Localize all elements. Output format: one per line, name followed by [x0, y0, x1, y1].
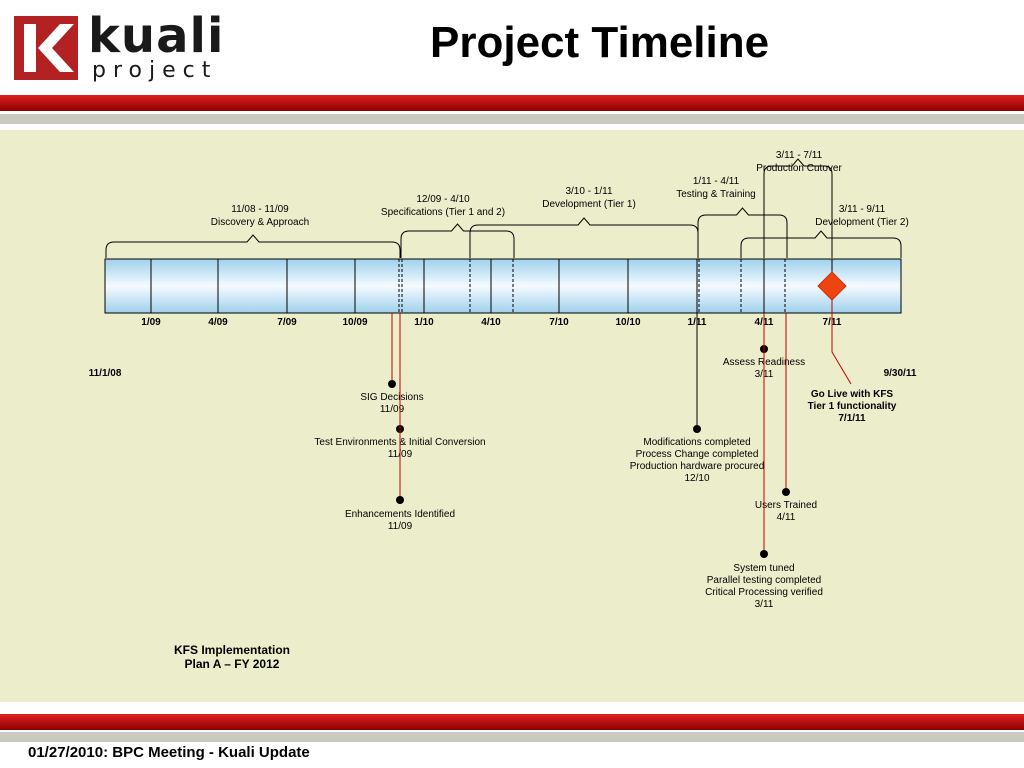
phase-name: Discovery & Approach	[211, 217, 309, 228]
kuali-logo: kuali project	[14, 8, 254, 83]
plan-note-line: Plan A – FY 2012	[185, 657, 280, 671]
plan-note-line: KFS Implementation	[174, 643, 290, 657]
golive-text-line: 7/1/11	[838, 413, 866, 424]
phase-name: Development (Tier 2)	[815, 217, 909, 228]
kuali-k-icon	[14, 16, 78, 80]
phase-bracket	[697, 207, 788, 258]
milestone-text-line: Production hardware procured	[630, 461, 765, 472]
tick-label: 1/09	[141, 317, 161, 328]
phase-dates: 3/11 - 7/11	[776, 150, 823, 161]
bottom-red-band	[0, 714, 1024, 730]
bottom-grey-band	[0, 732, 1024, 742]
phase-dates: 3/11 - 9/11	[839, 204, 886, 215]
footer-text: 01/27/2010: BPC Meeting - Kuali Update	[28, 744, 310, 761]
phase-bracket	[469, 217, 699, 258]
phase-name: Development (Tier 1)	[542, 199, 636, 210]
phase-bracket	[763, 158, 833, 258]
milestone-dot	[760, 550, 768, 558]
start-date-label: 11/1/08	[89, 368, 122, 379]
milestone-text-line: 11/09	[388, 521, 413, 532]
page-title: Project Timeline	[430, 18, 770, 67]
phase-dates: 12/09 - 4/10	[416, 194, 470, 205]
logo-subtitle: project	[92, 58, 218, 83]
phase-dates: 3/10 - 1/11	[565, 186, 613, 197]
logo-wordmark: kuali	[88, 8, 225, 64]
phase-bracket	[740, 230, 902, 258]
milestone-text-line: Process Change completed	[636, 449, 759, 460]
milestone-text-line: SIG Decisions	[360, 392, 423, 403]
timeline-bar	[104, 258, 902, 314]
milestone-text-line: Modifications completed	[643, 437, 750, 448]
phase-dates: 11/08 - 11/09	[231, 204, 289, 215]
milestone-dot	[396, 496, 404, 504]
milestone-dot	[693, 425, 701, 433]
milestone-text-line: 11/09	[380, 404, 405, 415]
phase-bracket	[400, 223, 515, 258]
milestone-text-line: System tuned	[733, 563, 794, 574]
milestone-dot	[782, 488, 790, 496]
milestone-text-line: 4/11	[777, 512, 796, 523]
milestone-text-line: Users Trained	[755, 500, 817, 511]
phase-name: Specifications (Tier 1 and 2)	[381, 207, 505, 218]
tick-label: 10/10	[615, 317, 640, 328]
tick-label: 7/09	[277, 317, 297, 328]
tick-label: 4/09	[208, 317, 228, 328]
phase-bracket	[105, 234, 401, 258]
tick-label: 7/10	[549, 317, 569, 328]
milestone-text-line: 3/11	[755, 599, 774, 610]
milestone-text-line: 12/10	[684, 473, 709, 484]
milestone-text-line: Critical Processing verified	[705, 587, 823, 598]
phase-dates: 1/11 - 4/11	[693, 176, 740, 187]
top-red-band	[0, 95, 1024, 111]
top-grey-band	[0, 114, 1024, 124]
phase-name: Production Cutover	[756, 163, 842, 174]
tick-label: 10/09	[342, 317, 367, 328]
end-date-label: 9/30/11	[884, 368, 917, 379]
milestone-text-line: Enhancements Identified	[345, 509, 455, 520]
tick-label: 4/10	[481, 317, 501, 328]
milestone-dot	[388, 380, 396, 388]
phase-name: Testing & Training	[676, 189, 756, 200]
golive-text-line: Go Live with KFS	[811, 389, 894, 400]
timeline-bar-body	[104, 258, 902, 314]
milestone-text-line: Parallel testing completed	[707, 575, 822, 586]
golive-connector	[831, 300, 852, 385]
tick-label: 1/10	[414, 317, 434, 328]
golive-text-line: Tier 1 functionality	[808, 401, 897, 412]
